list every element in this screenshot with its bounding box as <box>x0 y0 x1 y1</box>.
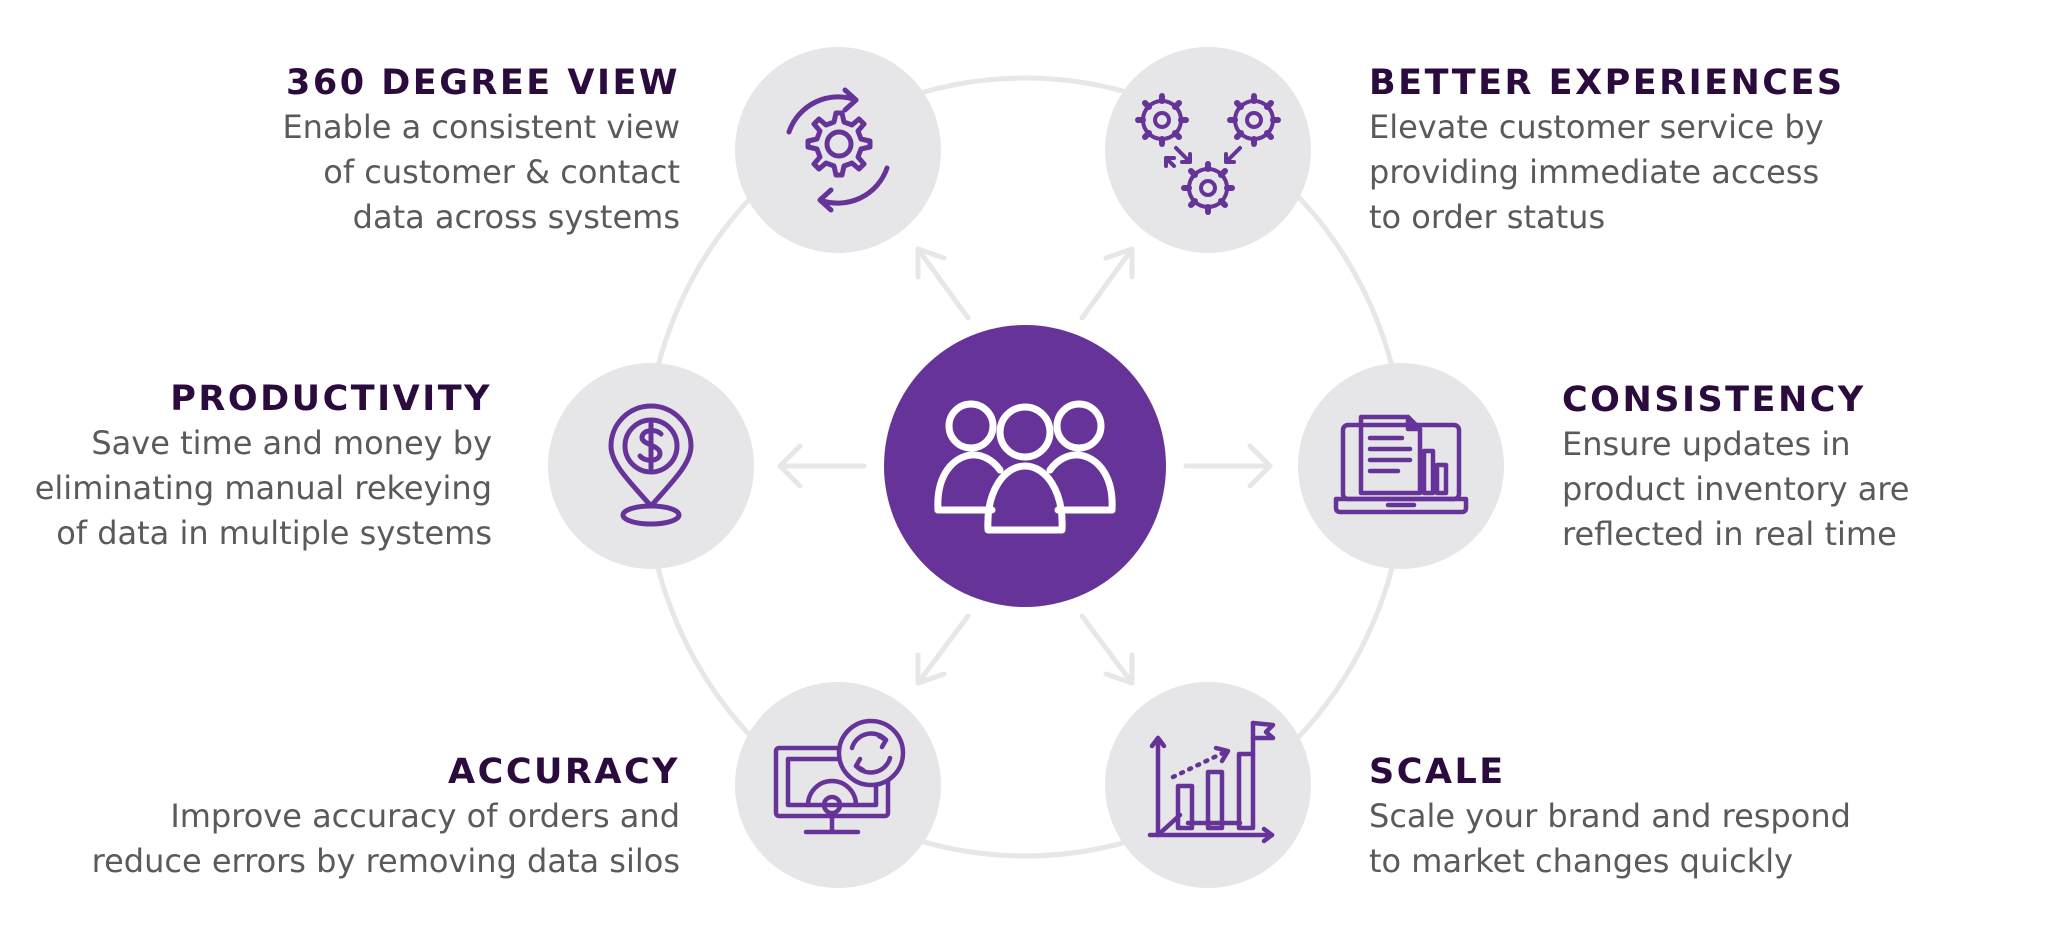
feature-description-line: providing immediate access <box>1369 153 1820 191</box>
feature-description-line: reduce errors by removing data silos <box>91 842 680 880</box>
feature-productivity: PRODUCTIVITY Save time and money by elim… <box>0 377 492 556</box>
feature-better-experiences: BETTER EXPERIENCES Elevate customer serv… <box>1369 61 2048 240</box>
arrow-right <box>1183 443 1273 489</box>
feature-description-line: Save time and money by <box>91 424 492 462</box>
node-consistency <box>1298 363 1504 569</box>
feature-accuracy: ACCURACY Improve accuracy of orders and … <box>0 750 680 884</box>
feature-description-line: to market changes quickly <box>1369 842 1794 880</box>
feature-description-line: Enable a consistent view <box>282 108 680 146</box>
feature-title: ACCURACY <box>448 752 680 792</box>
arrow-up-left <box>915 246 971 321</box>
feature-360-degree-view: 360 DEGREE VIEW Enable a consistent view… <box>0 61 680 240</box>
feature-title: PRODUCTIVITY <box>170 379 492 419</box>
feature-description-line: of customer & contact <box>323 153 680 191</box>
arrow-up-right <box>1079 246 1135 321</box>
node-accuracy <box>735 682 941 888</box>
connected-gears-icon <box>1135 93 1281 215</box>
arrow-left <box>777 443 867 489</box>
feature-description-line: Improve accuracy of orders and <box>170 797 680 835</box>
node-better-experiences <box>1105 47 1311 253</box>
dollar-location-pin-icon <box>608 403 694 527</box>
feature-description-line: reflected in real time <box>1562 515 1897 553</box>
feature-description-line: Scale your brand and respond <box>1369 797 1851 835</box>
node-360-degree-view <box>735 47 941 253</box>
feature-title: 360 DEGREE VIEW <box>285 63 680 103</box>
gear-refresh-icon <box>786 87 890 213</box>
monitor-sync-icon <box>773 718 906 835</box>
feature-title: BETTER EXPERIENCES <box>1369 63 1845 103</box>
feature-description-line: data across systems <box>352 198 680 236</box>
growth-chart-flag-icon <box>1147 720 1276 844</box>
laptop-document-icon <box>1333 414 1469 515</box>
arrow-down-right <box>1079 613 1135 686</box>
feature-title: CONSISTENCY <box>1562 380 1866 420</box>
feature-title: SCALE <box>1369 752 1506 792</box>
feature-description-line: product inventory are <box>1562 470 1910 508</box>
feature-scale: SCALE Scale your brand and respond to ma… <box>1369 750 2048 884</box>
arrow-down-left <box>915 613 971 686</box>
group-of-people-icon <box>934 400 1116 534</box>
feature-description-line: Elevate customer service by <box>1369 108 1824 146</box>
feature-description-line: eliminating manual rekeying <box>34 469 492 507</box>
feature-description-line: of data in multiple systems <box>56 514 492 552</box>
feature-description-line: Ensure updates in <box>1562 425 1851 463</box>
feature-consistency: CONSISTENCY Ensure updates in product in… <box>1562 378 2048 557</box>
feature-description-line: to order status <box>1369 198 1606 236</box>
